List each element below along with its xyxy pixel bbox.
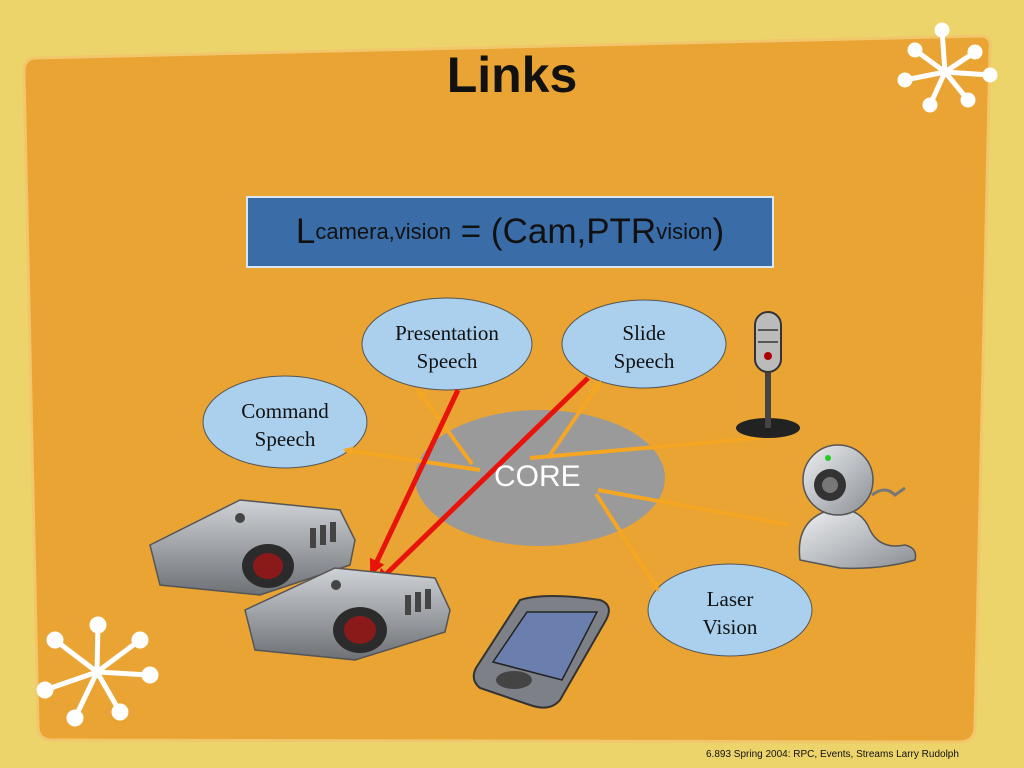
pda-icon <box>472 595 610 709</box>
laser-vision-node <box>647 563 813 657</box>
laser-vision-line1: Laser <box>706 587 754 611</box>
command-speech-line1: Command <box>241 399 329 423</box>
projector-icon <box>149 499 356 596</box>
presentation-speech-line2: Speech <box>416 349 478 373</box>
command-speech-label: Command Speech <box>210 397 360 453</box>
formula-lhs: L <box>295 212 316 251</box>
core-label: CORE <box>494 460 581 493</box>
formula-lhs-subscript: camera,vision <box>315 219 452 244</box>
slide-footer: 6.893 Spring 2004: RPC, Events, Streams … <box>706 749 959 760</box>
laser-vision-line2: Vision <box>702 615 758 639</box>
presentation-speech-node <box>361 297 533 391</box>
presentation-speech-label: Presentation Speech <box>372 319 522 375</box>
starburst-icon <box>897 22 998 113</box>
presentation-speech-line1: Presentation <box>395 321 499 345</box>
slide-speech-line1: Slide <box>622 321 666 345</box>
core-node <box>415 410 665 546</box>
formula-rhs-subscript: vision <box>656 219 713 244</box>
webcam-icon <box>798 444 917 570</box>
command-speech-node <box>202 375 368 469</box>
starburst-icon <box>36 616 159 727</box>
microphone-icon <box>736 311 800 438</box>
laser-vision-label: Laser Vision <box>660 585 800 641</box>
projector-icon <box>244 567 451 661</box>
red-links <box>369 376 590 585</box>
orange-links <box>343 380 791 592</box>
formula-equals: = (Cam,PTR <box>451 212 657 251</box>
slide-speech-label: Slide Speech <box>574 319 714 375</box>
slide-speech-node <box>561 299 727 389</box>
slide-speech-line2: Speech <box>613 349 675 373</box>
slide-title: Links <box>446 47 578 103</box>
formula-close: ) <box>712 212 725 251</box>
command-speech-line2: Speech <box>254 427 316 451</box>
